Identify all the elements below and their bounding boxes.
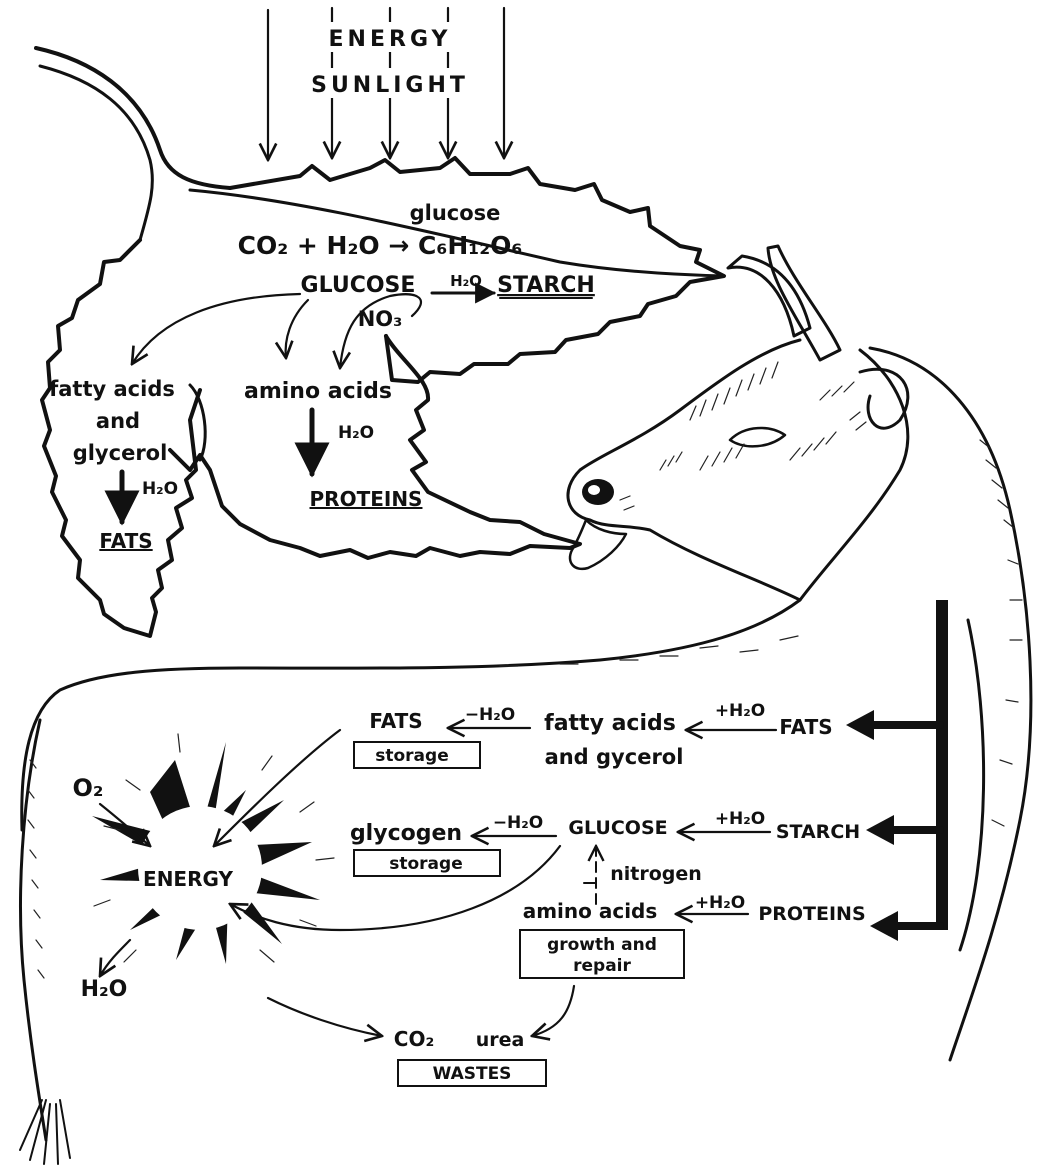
animal-glucose-label: GLUCOSE — [568, 817, 667, 839]
nitrogen-label: nitrogen — [610, 863, 702, 885]
leaf-h2o-starch-label: H₂O — [450, 272, 482, 290]
water-out-label: H₂O — [81, 977, 128, 1002]
starch-input-label: STARCH — [776, 821, 860, 843]
leaf-fatty-acids-label: fatty acids — [49, 377, 175, 401]
energy-label-top: ENERGY — [329, 27, 452, 52]
proteins-plus-h2o-label: +H₂O — [695, 893, 745, 913]
leaf-fats-label: FATS — [99, 529, 152, 553]
animal-fats-stored-label: FATS — [369, 709, 422, 733]
oxygen-label: O₂ — [73, 774, 104, 802]
growth-repair-label-1: growth and — [547, 935, 657, 955]
fats-plus-h2o-label: +H₂O — [715, 701, 765, 721]
urea-out-label: urea — [476, 1029, 525, 1051]
energy-center-label: ENERGY — [143, 867, 233, 891]
co2-out-label: CO₂ — [394, 1027, 434, 1051]
leaf-amino-acids-label: amino acids — [244, 379, 392, 404]
leaf-glycerol-label: glycerol — [73, 441, 168, 465]
fats-minus-h2o-label: −H₂O — [465, 705, 515, 725]
photosynthesis-equation: CO₂ + H₂O → C₆H₁₂O₆ — [238, 231, 523, 260]
sunlight-label: SUNLIGHT — [311, 73, 469, 98]
starch-plus-h2o-label: +H₂O — [715, 809, 765, 829]
intake-bar — [846, 600, 948, 941]
leaf-starch-label: STARCH — [497, 273, 595, 298]
animal-fatty-acids-label-2: and gycerol — [545, 745, 684, 769]
glycogen-minus-h2o-label: −H₂O — [493, 813, 543, 833]
glucose-name-label: glucose — [410, 201, 501, 225]
wastes-label: WASTES — [433, 1064, 512, 1084]
leaf-h2o-proteins-label: H₂O — [338, 423, 374, 443]
leaf-h2o-fats-label: H₂O — [142, 479, 178, 499]
proteins-input-label: PROTEINS — [758, 903, 865, 925]
animal-amino-acids-label: amino acids — [523, 899, 658, 923]
growth-repair-label-2: repair — [573, 956, 631, 976]
glycogen-storage-label: storage — [389, 854, 462, 874]
energy-burst — [92, 734, 334, 964]
fats-storage-label: storage — [375, 746, 448, 766]
glycogen-label: glycogen — [350, 821, 462, 846]
fats-input-label: FATS — [779, 715, 832, 739]
leaf-and-label: and — [96, 409, 140, 433]
leaf-proteins-label: PROTEINS — [310, 487, 423, 511]
animal-fatty-acids-label-1: fatty acids — [544, 711, 676, 736]
